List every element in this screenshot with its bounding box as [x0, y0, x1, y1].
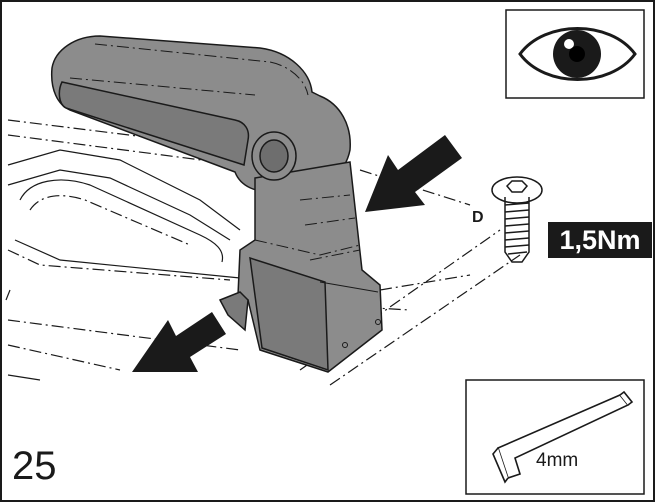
- eye-box: [505, 9, 645, 99]
- step-number: 25: [12, 444, 57, 488]
- arrow-upper: [365, 135, 462, 212]
- hex-key-size: 4mm: [536, 450, 579, 471]
- hex-key-box: [465, 379, 645, 495]
- armrest-part: [50, 35, 383, 373]
- hex-key-icon: [492, 390, 634, 484]
- screw-icon: [491, 176, 543, 263]
- arrow-lower: [132, 312, 226, 372]
- torque-badge: 1,5Nm: [548, 222, 652, 258]
- eye-icon: [518, 27, 637, 81]
- armrest-detail-lines: [69, 43, 381, 348]
- screw-label: D: [472, 209, 484, 226]
